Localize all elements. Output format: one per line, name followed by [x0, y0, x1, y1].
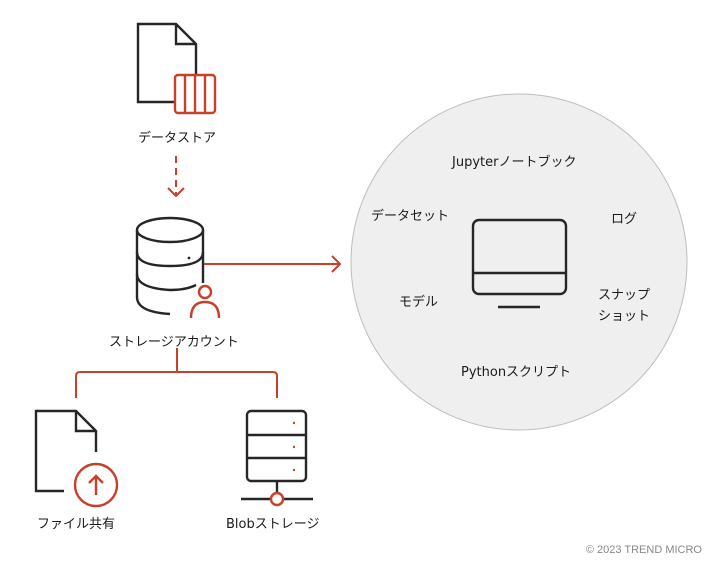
file-share-label: ファイル共有 [37, 517, 116, 532]
arrow-to-workspace [204, 255, 342, 273]
workspace-item-snapshot-line2: ショット [598, 309, 651, 324]
blob-storage-label: Blobストレージ [226, 517, 320, 532]
workspace-item-python: Pythonスクリプト [461, 365, 572, 380]
workspace-circle [350, 93, 688, 431]
workspace-item-model: モデル [399, 295, 439, 310]
workspace-item-jupyter: Jupyterノートブック [452, 155, 577, 170]
server-network-icon [241, 409, 313, 507]
datastore-label: データストア [138, 131, 217, 146]
branch-connector [75, 348, 278, 398]
database-with-user-icon [135, 216, 221, 319]
document-upload-icon [34, 409, 119, 508]
workspace-item-dataset: データセット [371, 209, 450, 224]
storage-account-label: ストレージアカウント [109, 335, 239, 350]
dashed-arrow-down [167, 156, 185, 198]
workspace-item-log: ログ [611, 212, 638, 227]
copyright: © 2023 TREND MICRO [585, 544, 702, 556]
monitor-icon [471, 218, 568, 309]
workspace-item-snapshot-line1: スナップ [598, 288, 651, 303]
document-with-storage-icon [136, 22, 217, 115]
